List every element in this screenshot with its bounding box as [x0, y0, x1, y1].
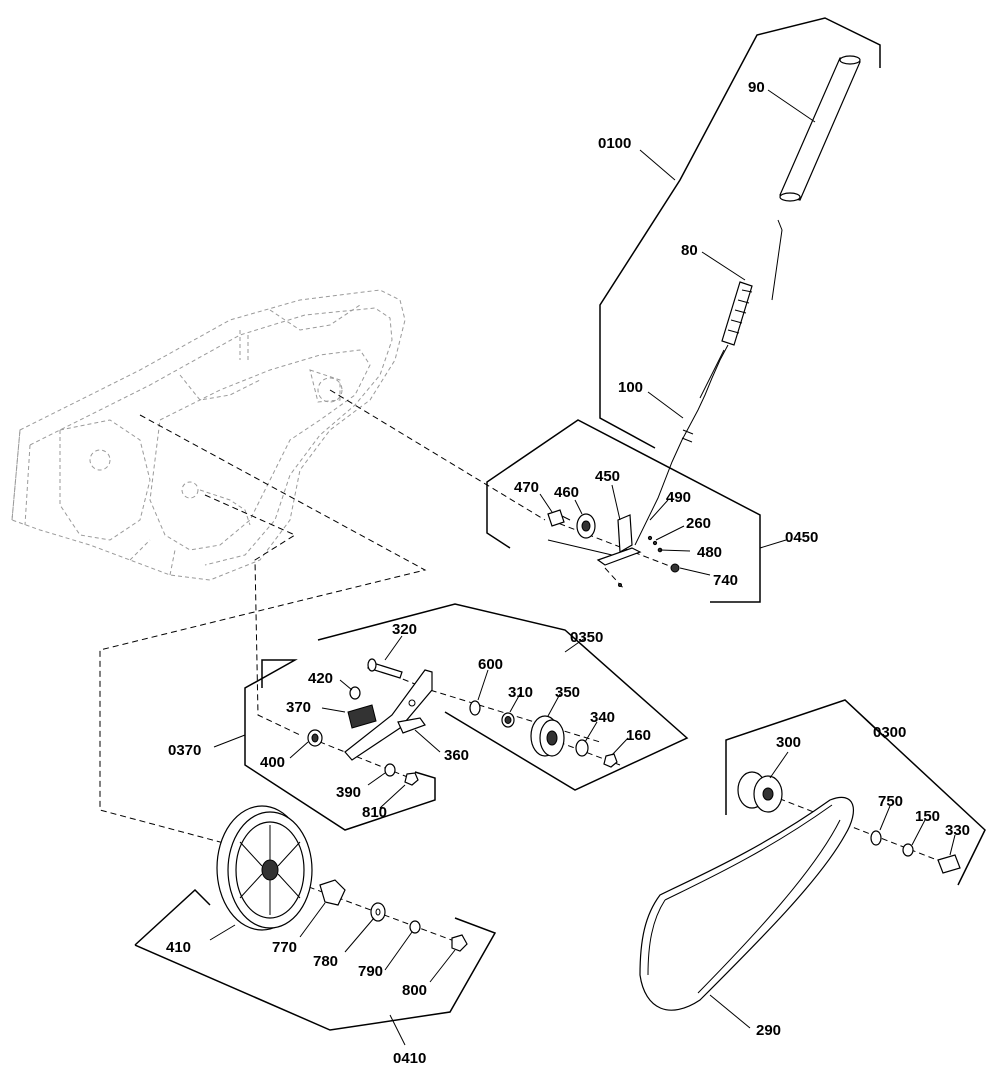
label-320: 320 — [392, 621, 417, 638]
label-470: 470 — [514, 479, 539, 496]
part-810-nut — [404, 772, 419, 786]
part-410-pulley — [216, 805, 313, 931]
part-450-bracket — [547, 514, 642, 566]
small-hardware-0450 — [618, 535, 680, 587]
label-300: 300 — [776, 734, 801, 751]
label-310: 310 — [508, 684, 533, 701]
label-0370: 0370 — [168, 742, 201, 759]
frame-housing-ghost — [11, 289, 406, 581]
part-790-washer — [409, 920, 421, 934]
part-160-nut — [603, 753, 618, 768]
label-740: 740 — [713, 572, 738, 589]
group-outlines — [134, 17, 986, 1031]
part-290-belt — [639, 796, 854, 1011]
part-100-cable — [634, 344, 729, 546]
label-340: 340 — [590, 709, 615, 726]
part-150-washer — [902, 843, 914, 857]
part-750-washer — [870, 830, 882, 846]
label-770: 770 — [272, 939, 297, 956]
label-90: 90 — [748, 79, 765, 96]
part-400-washer — [307, 729, 323, 747]
group-0450-outline — [486, 419, 761, 603]
part-780-washer — [370, 902, 386, 922]
label-390: 390 — [336, 784, 361, 801]
label-400: 400 — [260, 754, 285, 771]
label-260: 260 — [686, 515, 711, 532]
part-80-spring — [721, 219, 783, 346]
part-470-bolt — [547, 509, 571, 527]
part-800-nut — [451, 934, 468, 952]
group-0370-outline — [244, 659, 436, 831]
part-360-idler-arm — [344, 669, 433, 761]
part-370-spring — [347, 704, 377, 729]
label-490: 490 — [666, 489, 691, 506]
part-300-pulley — [737, 771, 783, 813]
part-420-washer — [349, 686, 361, 700]
part-390-washer — [384, 763, 396, 777]
group-0350-outline — [317, 603, 689, 791]
label-790: 790 — [358, 963, 383, 980]
part-340-washer — [575, 739, 589, 757]
label-0410: 0410 — [393, 1050, 426, 1067]
label-750: 750 — [878, 793, 903, 810]
label-410: 410 — [166, 939, 191, 956]
label-460: 460 — [554, 484, 579, 501]
label-0350: 0350 — [570, 629, 603, 646]
label-0100: 0100 — [598, 135, 631, 152]
label-780: 780 — [313, 953, 338, 970]
label-450: 450 — [595, 468, 620, 485]
part-350-pulley — [530, 715, 565, 757]
label-330: 330 — [945, 822, 970, 839]
part-330-bolt — [937, 854, 961, 874]
group-0410-outline — [134, 888, 497, 1031]
part-600-washer — [469, 700, 481, 716]
leader-lines — [209, 89, 956, 1046]
label-290: 290 — [756, 1022, 781, 1039]
part-460-bearing — [576, 513, 596, 539]
label-600: 600 — [478, 656, 503, 673]
label-160: 160 — [626, 727, 651, 744]
label-350: 350 — [555, 684, 580, 701]
part-310-spacer — [501, 712, 515, 728]
label-80: 80 — [681, 242, 698, 259]
label-370: 370 — [286, 699, 311, 716]
label-800: 800 — [402, 982, 427, 999]
label-810: 810 — [362, 804, 387, 821]
part-labels: 90 0100 80 100 450 470 460 490 260 480 7… — [166, 79, 970, 1067]
group-0100-outline — [599, 17, 881, 449]
label-420: 420 — [308, 670, 333, 687]
part-320-bolt — [367, 658, 403, 679]
label-480: 480 — [697, 544, 722, 561]
label-0300: 0300 — [873, 724, 906, 741]
part-770-hub — [319, 879, 346, 906]
label-150: 150 — [915, 808, 940, 825]
part-90-tube — [779, 55, 861, 202]
label-0450: 0450 — [785, 529, 818, 546]
label-100: 100 — [618, 379, 643, 396]
label-360: 360 — [444, 747, 469, 764]
